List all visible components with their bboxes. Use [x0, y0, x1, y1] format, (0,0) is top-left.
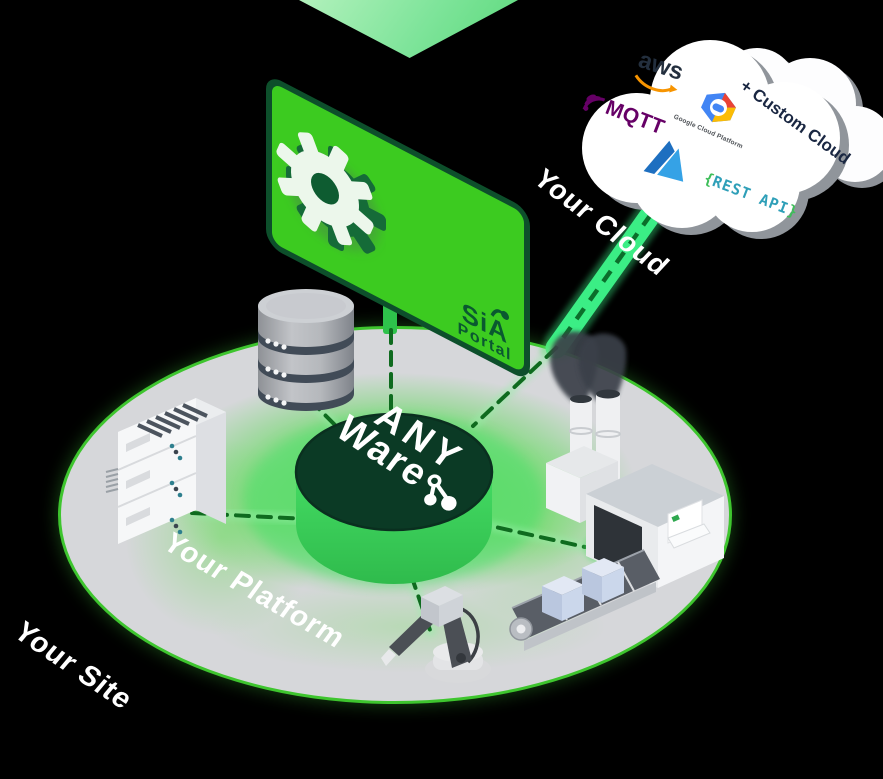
- sia-mark-icon: [490, 309, 509, 321]
- azure-logo: [640, 132, 697, 189]
- cloud-icon: [582, 40, 883, 239]
- gear-icon: [276, 132, 386, 254]
- aws-logo: aws: [630, 46, 687, 101]
- conveyor-box: [542, 576, 584, 621]
- node-link-icon: [423, 474, 457, 511]
- smoke-plume: [578, 333, 627, 404]
- robot-arm-icon: [381, 586, 491, 683]
- sia-portal-logo: SiA Portal: [458, 296, 512, 365]
- factory-icon: [546, 331, 724, 588]
- mqtt-icon: [582, 94, 606, 111]
- gcp-logo: Google Cloud Platform: [672, 76, 760, 150]
- azure-icon: [643, 140, 684, 182]
- aws-smile-icon: [634, 74, 678, 93]
- plc-controller-icon: [105, 398, 226, 544]
- conveyor-box: [582, 558, 624, 603]
- anyware-logo: ANY Ware: [287, 375, 506, 563]
- conveyor-belt-icon: [509, 549, 660, 651]
- cloud-group: MQTT aws Google Cloud Platform: [552, 36, 883, 264]
- portal-screen: SiA Portal: [266, 73, 530, 383]
- database-icon: [258, 289, 354, 411]
- mqtt-logo: MQTT: [581, 88, 668, 140]
- gcp-hexagon-icon: [701, 93, 737, 123]
- main-cloud-shape: [582, 40, 840, 232]
